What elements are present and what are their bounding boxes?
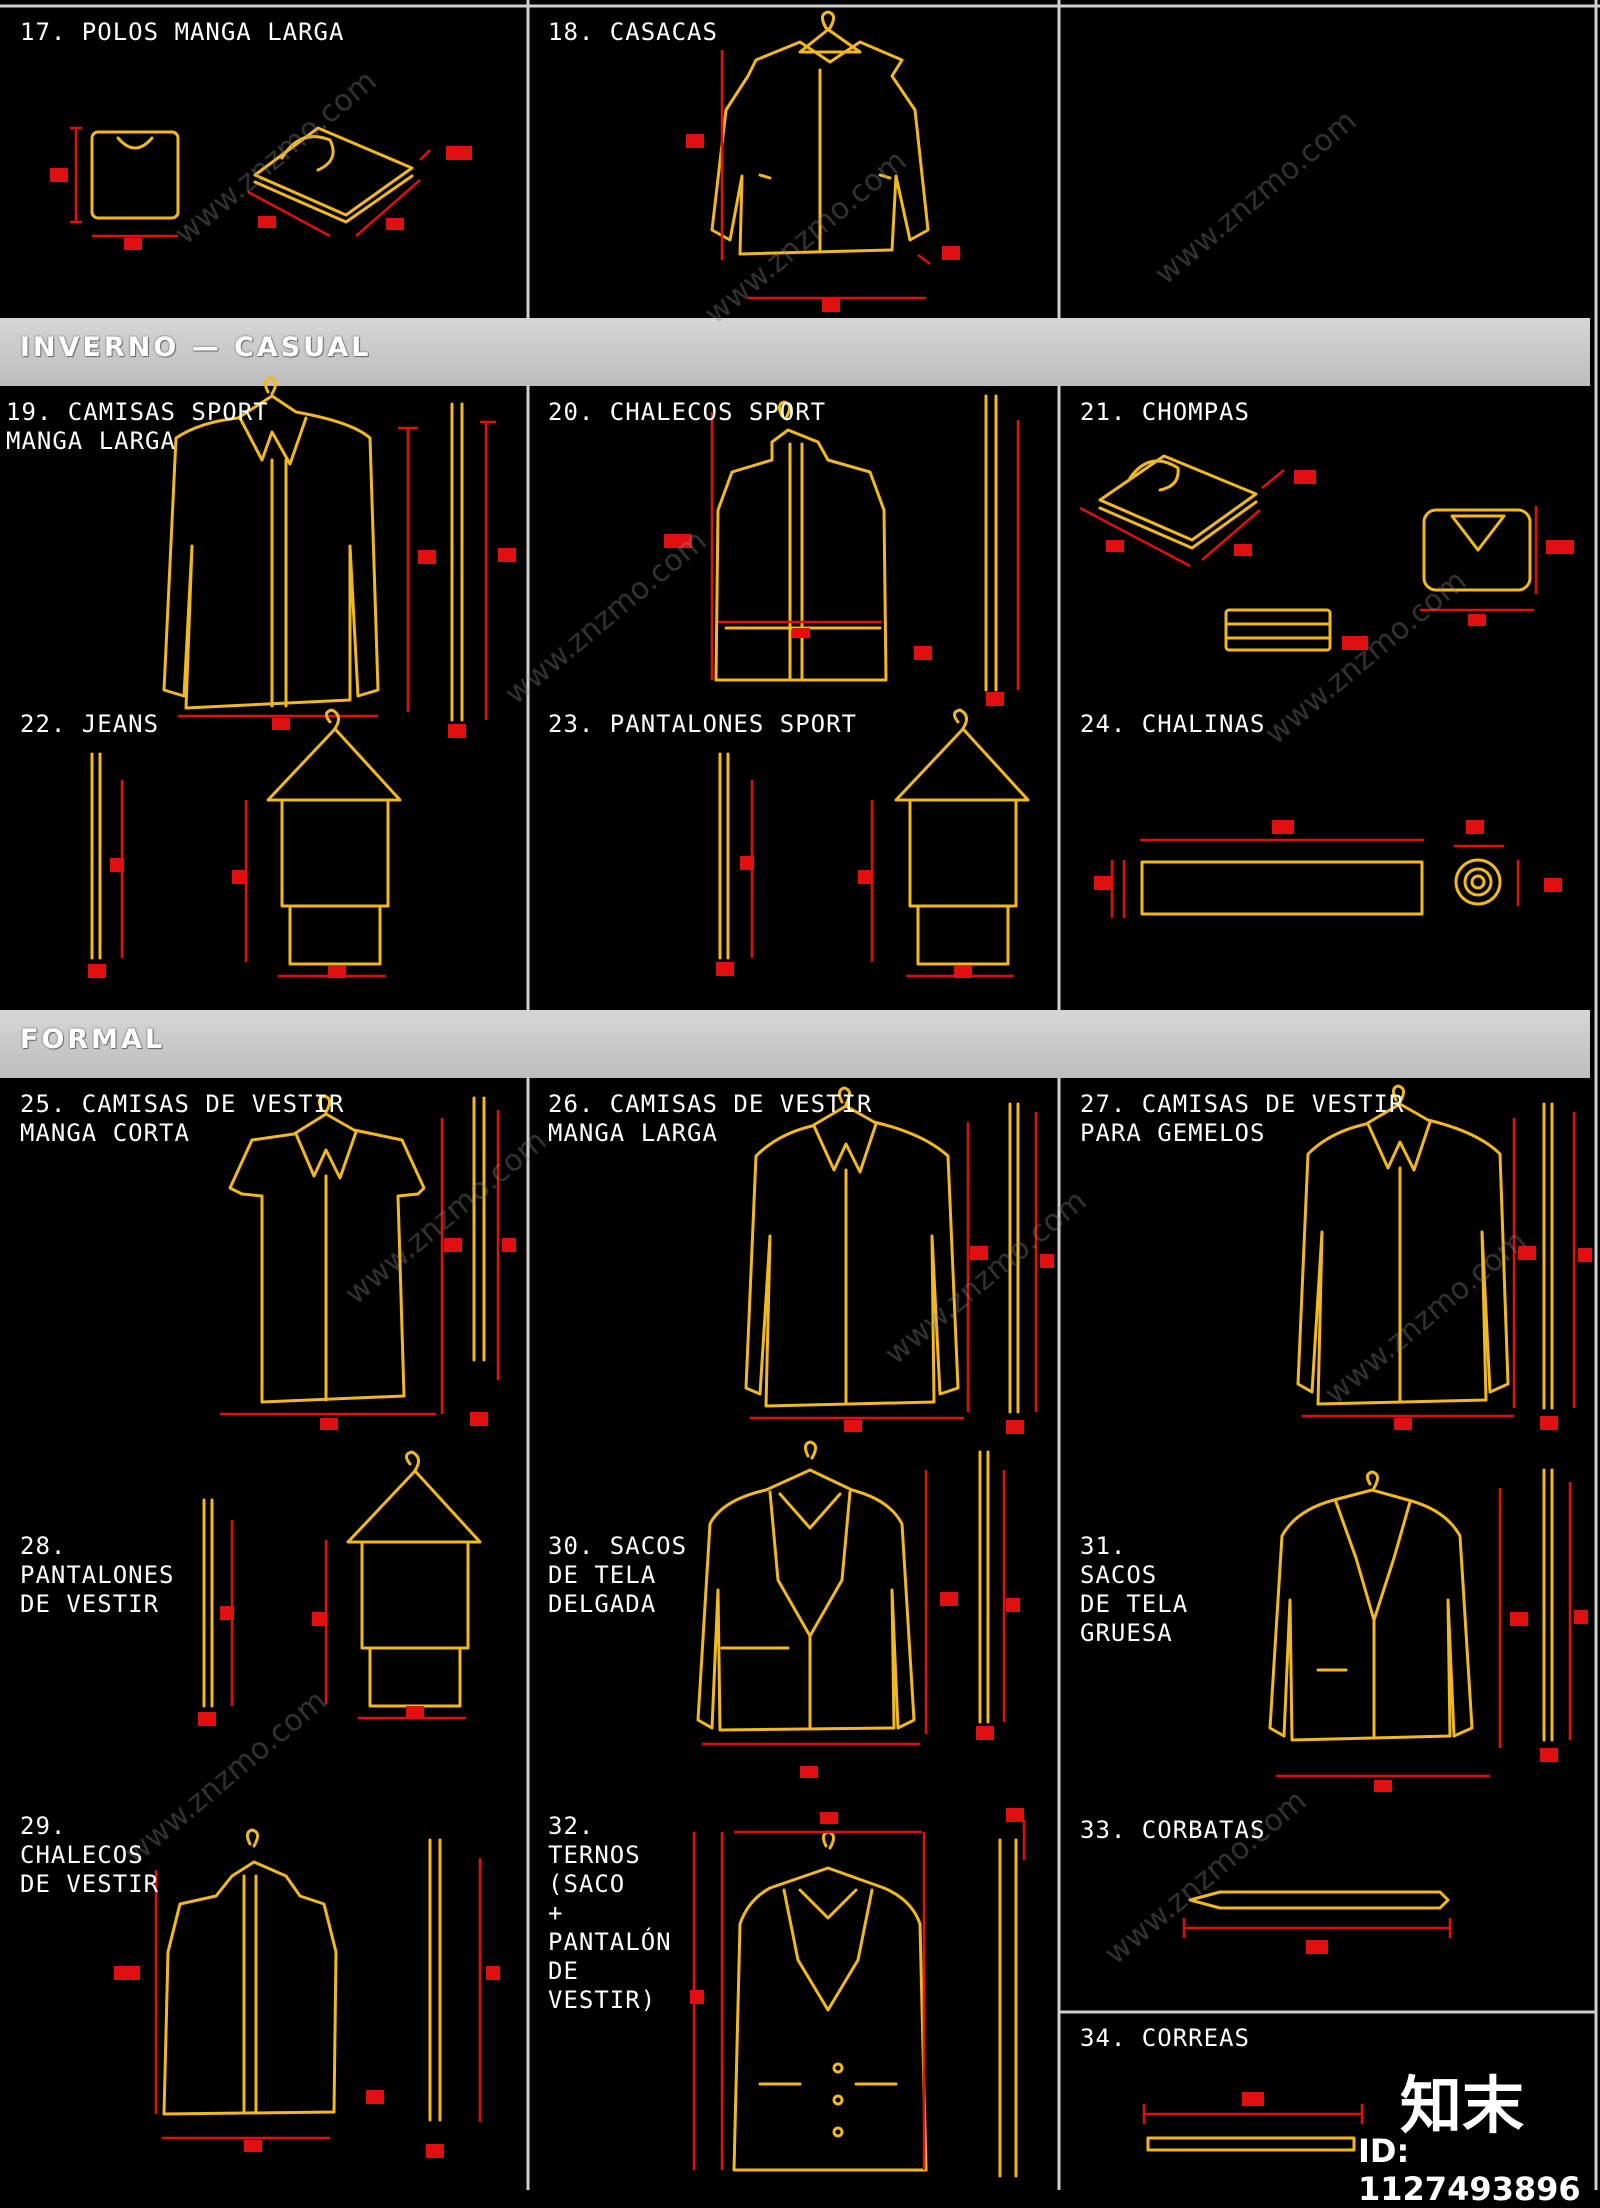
polo-front-icon <box>50 126 180 250</box>
item-21-label: 21. CHOMPAS <box>1080 398 1250 426</box>
cell-18 <box>530 8 1057 313</box>
scarf-icon <box>1094 820 1562 918</box>
item-19-label: 19. CAMISAS SPORT MANGA LARGA <box>6 398 269 455</box>
item-23-label: 23. PANTALONES SPORT <box>548 710 857 738</box>
item-28-label: 28. PANTALONES DE VESTIR <box>20 1532 175 1618</box>
item-18-label: 18. CASACAS <box>548 18 718 46</box>
item-33-label: 33. CORBATAS <box>1080 1816 1266 1844</box>
belt-icon <box>1142 2092 1364 2152</box>
sport-shirt-icon <box>162 376 516 738</box>
jeans-icon <box>88 708 402 978</box>
jacket-icon <box>686 10 960 312</box>
sport-vest-icon <box>664 394 1020 706</box>
dress-vest-icon <box>114 1828 500 2158</box>
cell-17 <box>8 8 526 313</box>
cell-empty <box>1061 8 1591 313</box>
short-sleeve-shirt-icon <box>220 1094 516 1430</box>
suit-icon <box>690 1808 1026 2178</box>
thick-blazer-icon <box>1268 1468 1588 1792</box>
cufflink-shirt-icon <box>1296 1084 1592 1430</box>
polo-folded-icon <box>247 126 472 238</box>
cell-19-22 <box>8 390 526 1006</box>
item-27-label: 27. CAMISAS DE VESTIR PARA GEMELOS <box>1080 1090 1405 1147</box>
tie-icon <box>1182 1890 1452 1954</box>
item-17-label: 17. POLOS MANGA LARGA <box>20 18 345 46</box>
item-29-label: 29. CHALECOS DE VESTIR <box>20 1812 160 1898</box>
item-25-label: 25. CAMISAS DE VESTIR MANGA CORTA <box>20 1090 345 1147</box>
item-30-label: 30. SACOS DE TELA DELGADA <box>548 1532 688 1618</box>
item-34-label: 34. CORREAS <box>1080 2024 1250 2052</box>
cell-34 <box>1061 2014 1591 2185</box>
band-invierno: INVERNO — CASUAL <box>0 318 1590 386</box>
dress-pants-icon <box>198 1450 482 1726</box>
cell-20-23 <box>530 390 1057 1006</box>
cell-21-24 <box>1061 390 1591 1006</box>
item-31-label: 31. SACOS DE TELA GRUESA <box>1080 1532 1189 1647</box>
item-24-label: 24. CHALINAS <box>1080 710 1266 738</box>
band-formal-label: FORMAL <box>20 1024 166 1055</box>
band-invierno-label: INVERNO — CASUAL <box>20 332 372 363</box>
long-sleeve-shirt-icon <box>744 1086 1054 1434</box>
sweater-folded-icon <box>1079 454 1574 652</box>
site-logo: 知末 <box>1400 2069 1525 2142</box>
band-formal: FORMAL <box>0 1010 1590 1078</box>
item-22-label: 22. JEANS <box>20 710 160 738</box>
item-32-label: 32. TERNOS (SACO + PANTALÓN DE VESTIR) <box>548 1812 672 2014</box>
image-id-label: ID: 1127493896 <box>1358 2132 1581 2208</box>
thin-blazer-icon <box>696 1440 1020 1778</box>
sport-pants-icon <box>716 708 1030 978</box>
item-26-label: 26. CAMISAS DE VESTIR MANGA LARGA <box>548 1090 873 1147</box>
item-20-label: 20. CHALECOS SPORT <box>548 398 827 426</box>
